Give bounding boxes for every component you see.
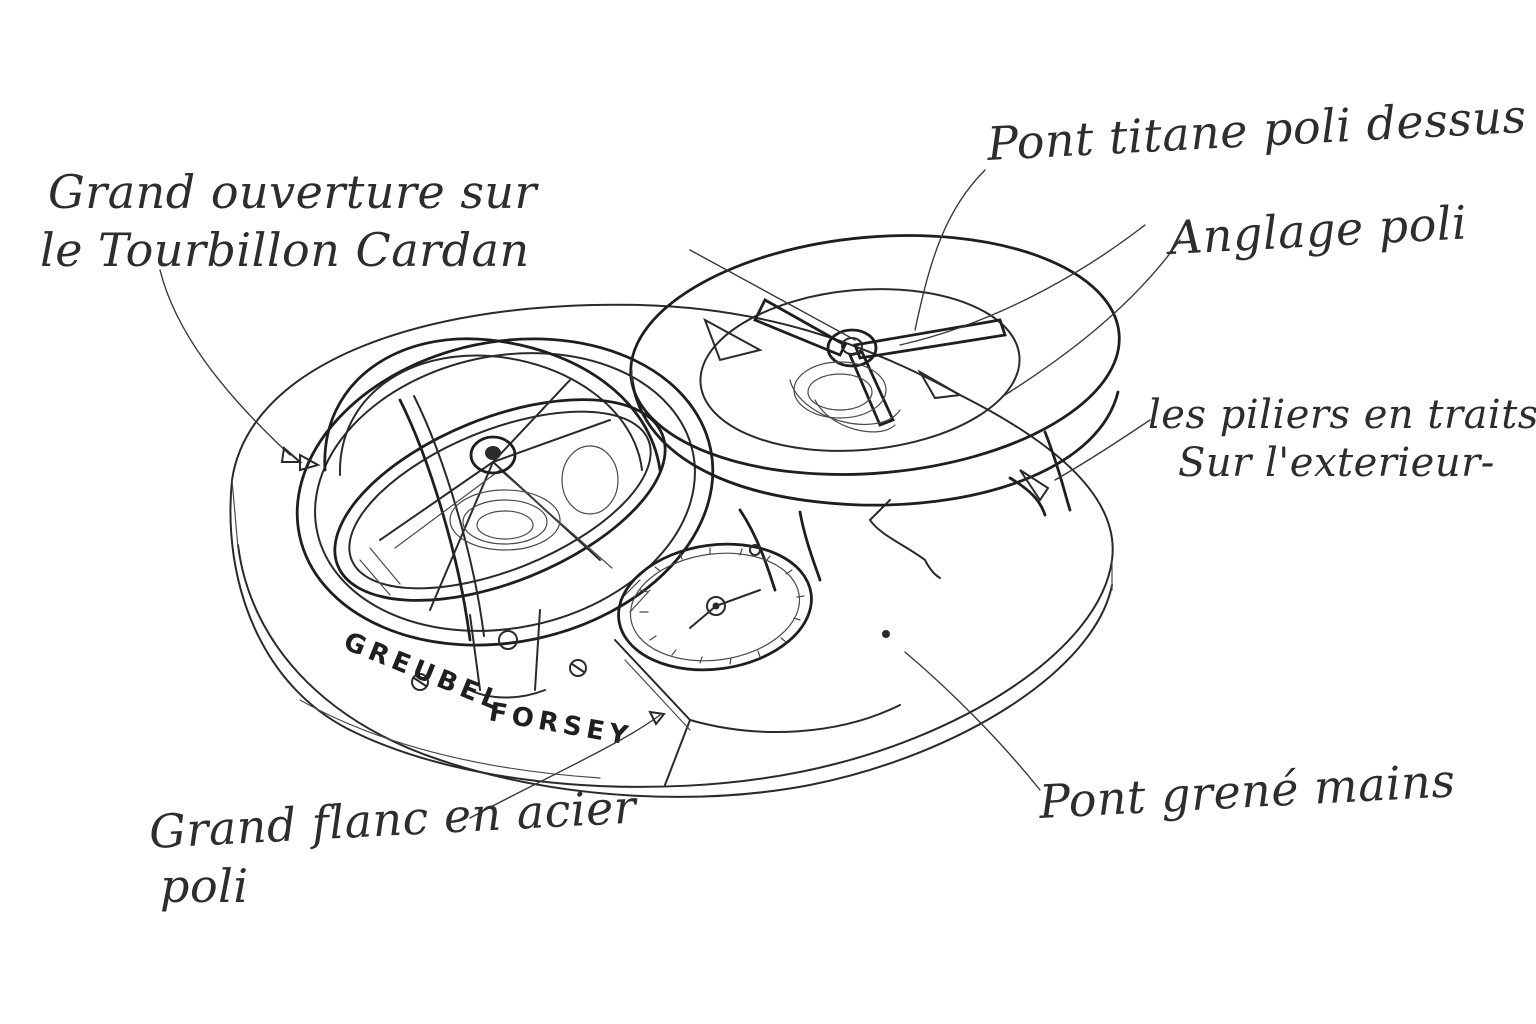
- small-seconds-dial: [617, 542, 813, 672]
- leader-lines: [159, 169, 1181, 819]
- note-frosted-bridge: Pont grené mains: [1037, 753, 1457, 829]
- note-bevel: Anglage poli: [1164, 195, 1469, 265]
- cardan-tourbillon: [295, 337, 715, 699]
- note-tourbillon-line2: le Tourbillon Cardan: [40, 223, 530, 277]
- note-tourbillon-line1: Grand ouverture sur: [48, 165, 540, 219]
- bridge-pillars: [738, 430, 1072, 592]
- note-flank-line2: poli: [160, 859, 249, 913]
- note-pillars-line2: Sur l'exterieur-: [1178, 440, 1495, 486]
- front-facet: [614, 639, 901, 786]
- note-titanium-bridge: Pont titane poli dessus: [985, 89, 1528, 171]
- plate-screw-hole: [882, 630, 890, 638]
- titanium-bridge: [629, 234, 1121, 507]
- note-flank-line1: Grand flanc en acier: [148, 779, 640, 859]
- note-pillars-line1: les piliers en traits-tirés: [1148, 392, 1536, 438]
